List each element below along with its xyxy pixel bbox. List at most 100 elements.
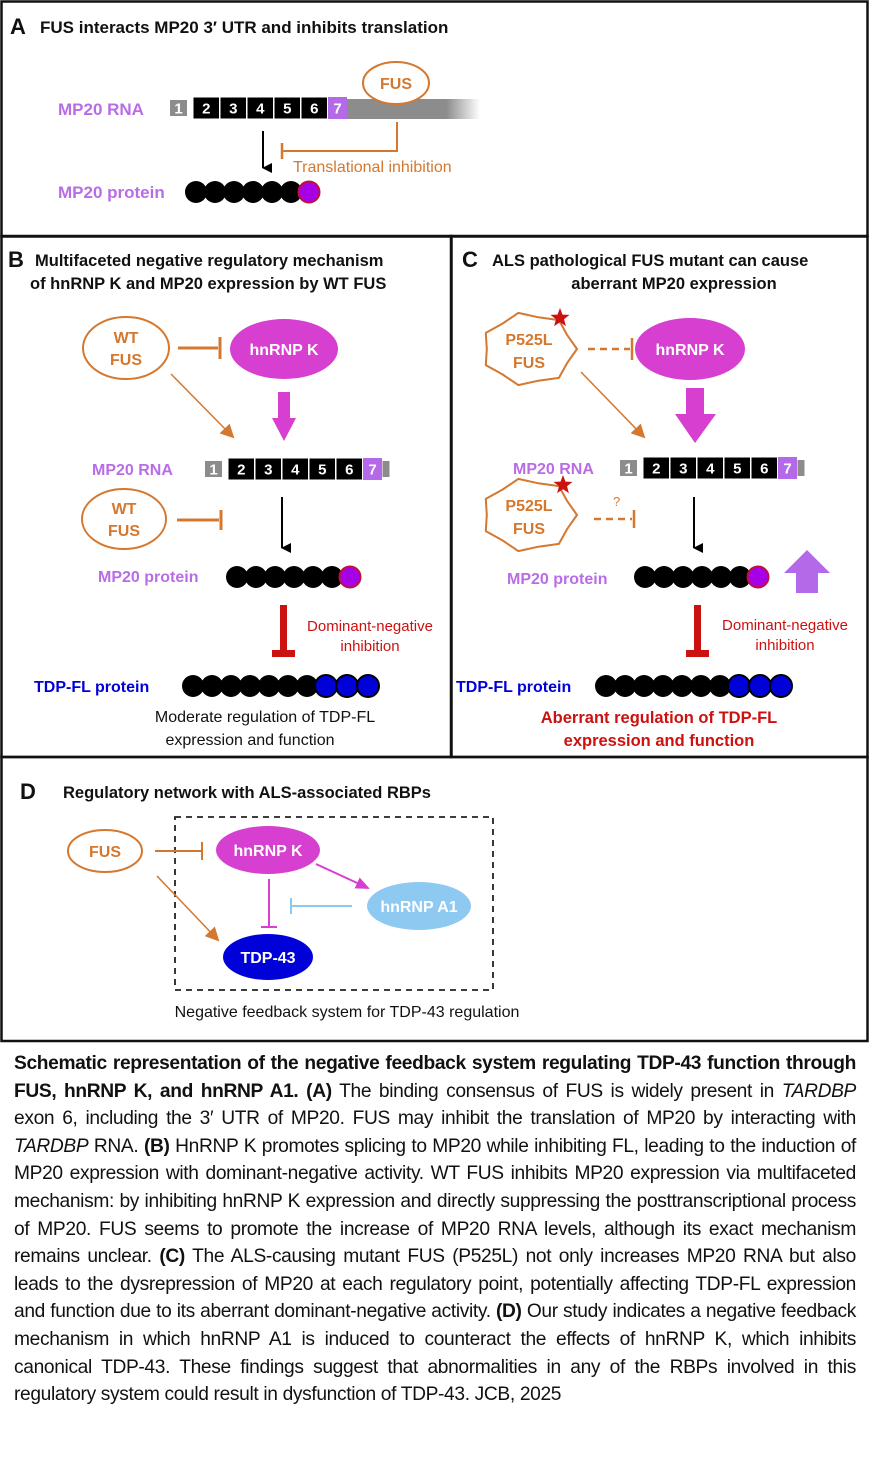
panel-c-title-line2: aberrant MP20 expression <box>571 275 776 293</box>
bead <box>691 566 713 588</box>
hnrnpk-induce-a1-arrow <box>315 863 370 889</box>
magenta-arrow-head <box>272 418 296 441</box>
mutation-star-icon <box>553 475 573 494</box>
p525l-2-line1: P525L <box>505 498 552 515</box>
exon-number: 6 <box>760 461 768 478</box>
exon-number: 1 <box>624 461 632 478</box>
tdp-fl-protein-beads <box>182 674 380 698</box>
increase-arrow-icon <box>784 550 830 593</box>
exon-7 <box>778 457 797 479</box>
wt-fus-1-line2: FUS <box>110 352 142 369</box>
magenta-arrow-head <box>675 414 716 443</box>
bead-blue <box>748 674 772 698</box>
caption-a-gene2: TARDBP <box>14 1135 89 1157</box>
caption-tag-a: (A) <box>306 1080 332 1102</box>
exon-number: 2 <box>237 462 245 479</box>
mp20-protein-label: MP20 protein <box>507 571 607 588</box>
bead <box>634 566 656 588</box>
bead <box>280 181 302 203</box>
promote-rna-arrow <box>580 371 646 439</box>
hnrnpk-node <box>635 318 745 380</box>
feedback-caption: Negative feedback system for TDP-43 regu… <box>175 1004 520 1021</box>
panel-d-border <box>0 755 869 1043</box>
exon-number: 1 <box>209 462 217 479</box>
mp20-protein-beads <box>226 565 362 589</box>
utr-stub <box>797 460 805 476</box>
bead <box>264 566 286 588</box>
exon-6 <box>335 457 363 481</box>
p525l-1-line1: P525L <box>505 332 552 349</box>
bead-purple <box>297 180 321 204</box>
wt-fus-1-line1: WT <box>114 330 139 347</box>
dn-inhibition-bar <box>686 650 709 657</box>
panel-d: D Regulatory network with ALS-associated… <box>0 755 869 1043</box>
fus-node <box>67 829 143 873</box>
p525l-fus-node-2 <box>484 477 578 553</box>
bead <box>296 675 318 697</box>
magenta-arrow-shaft <box>686 388 704 414</box>
panel-c-letter: C <box>462 247 478 272</box>
exon-number: 7 <box>783 461 791 478</box>
hnrnpk-label: hnRNP K <box>233 843 302 860</box>
bead <box>239 675 261 697</box>
panel-b-letter: B <box>8 247 24 272</box>
dn-label-line1: Dominant-negative <box>307 618 433 635</box>
bead <box>321 566 343 588</box>
question-mark: ? <box>613 494 620 509</box>
caption-a-gene1: TARDBP <box>781 1080 857 1102</box>
caption-tag-d: (D) <box>495 1301 522 1323</box>
exon-1 <box>620 460 637 476</box>
bead <box>709 675 731 697</box>
exon-number: 1 <box>174 101 182 118</box>
outcome-line1: Aberrant regulation of TDP-FL <box>541 709 778 727</box>
hnrnpk-node <box>216 826 320 874</box>
fus-label: FUS <box>380 76 412 93</box>
dn-inhibition-stem <box>694 605 701 653</box>
fus-label: FUS <box>89 844 121 861</box>
exon-number: 3 <box>264 462 272 479</box>
schematic-figure: A FUS interacts MP20 3′ UTR and inhibits… <box>0 0 869 1043</box>
bead <box>302 566 324 588</box>
feedback-system-box <box>174 816 494 991</box>
exon-1 <box>170 100 187 116</box>
exon-number: 2 <box>202 101 210 118</box>
p525l-fus-node-1 <box>484 311 578 387</box>
exon-number: 4 <box>256 101 265 118</box>
bead <box>633 675 655 697</box>
exon-number: 7 <box>368 462 376 479</box>
fus-oval <box>362 61 430 105</box>
caption-title: Schematic representation of the negative… <box>14 1053 856 1102</box>
panel-c-title-line1: ALS pathological FUS mutant can cause <box>492 252 808 270</box>
bead-blue <box>314 674 338 698</box>
p525l-2-line2: FUS <box>513 521 545 538</box>
exon-number: 2 <box>652 461 660 478</box>
panel-b: B Multifaceted negative regulatory mecha… <box>0 234 453 759</box>
bead <box>277 675 299 697</box>
bead <box>204 181 226 203</box>
exon-number: 3 <box>229 101 237 118</box>
exon-1 <box>205 461 222 477</box>
hnrnpk-node <box>230 319 338 379</box>
hnrnpk-label: hnRNP K <box>249 342 318 359</box>
caption-tag-b: (B) <box>143 1135 170 1157</box>
tdp-fl-protein-label: TDP-FL protein <box>456 679 571 696</box>
bead-blue <box>356 674 380 698</box>
mutant-shape <box>484 311 578 387</box>
mp20-protein-label: MP20 protein <box>98 569 198 586</box>
caption-a-text2: exon 6, including the 3′ UTR of MP20. FU… <box>14 1108 856 1130</box>
exon-number: 4 <box>706 461 715 478</box>
hnrnpa1-node <box>367 882 471 930</box>
p525l-1-line2: FUS <box>513 355 545 372</box>
mp20-protein-beads <box>185 180 321 204</box>
bead <box>614 675 636 697</box>
figure-caption: Schematic representation of the negative… <box>14 1050 856 1409</box>
bead <box>729 566 751 588</box>
exon-number: 5 <box>283 101 291 118</box>
hnrnpk-label: hnRNP K <box>655 342 724 359</box>
bead-blue <box>727 674 751 698</box>
exon-number: 6 <box>310 101 318 118</box>
bead <box>245 566 267 588</box>
fus-promote-tdp43-arrow <box>156 875 220 942</box>
